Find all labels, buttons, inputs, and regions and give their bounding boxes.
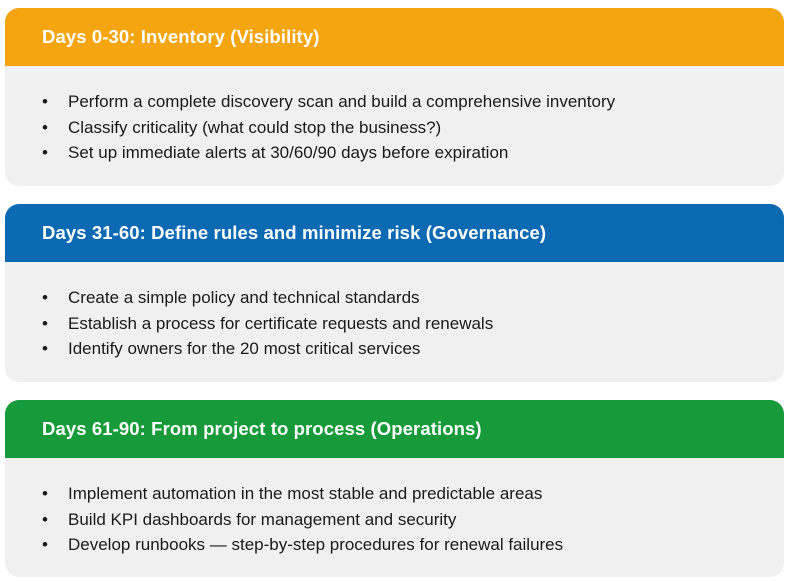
bullet-icon: • [42, 535, 48, 554]
task-item: • Perform a complete discovery scan and … [42, 89, 784, 115]
phase-header: Days 0-30: Inventory (Visibility) [5, 8, 784, 66]
bullet-icon: • [42, 509, 48, 529]
task-text: Build KPI dashboards for management and … [68, 509, 457, 529]
task-item: • Set up immediate alerts at 30/60/90 da… [42, 140, 784, 166]
task-text: Set up immediate alerts at 30/60/90 days… [68, 143, 509, 162]
task-list: • Perform a complete discovery scan and … [42, 89, 784, 166]
bullet-icon: • [42, 313, 48, 333]
task-text: Classify criticality (what could stop th… [68, 117, 442, 137]
bullet-icon: • [42, 143, 48, 162]
phase-body: • Create a simple policy and technical s… [5, 262, 784, 362]
task-item: • Classify criticality (what could stop … [42, 115, 784, 141]
task-item: • Develop runbooks — step-by-step proced… [42, 532, 784, 558]
phase-body: • Perform a complete discovery scan and … [5, 66, 784, 166]
phase-body: • Implement automation in the most stabl… [5, 458, 784, 558]
task-text: Establish a process for certificate requ… [68, 313, 494, 333]
task-list: • Implement automation in the most stabl… [42, 481, 784, 558]
phase-card-operations: Days 61-90: From project to process (Ope… [5, 400, 784, 577]
phase-header: Days 31-60: Define rules and minimize ri… [5, 204, 784, 262]
phase-header: Days 61-90: From project to process (Ope… [5, 400, 784, 458]
bullet-icon: • [42, 288, 48, 307]
bullet-icon: • [42, 92, 48, 111]
bullet-icon: • [42, 339, 48, 358]
task-text: Create a simple policy and technical sta… [68, 288, 420, 307]
bullet-icon: • [42, 117, 48, 137]
task-item: • Create a simple policy and technical s… [42, 285, 784, 311]
phase-card-inventory: Days 0-30: Inventory (Visibility) • Perf… [5, 8, 784, 186]
task-item: • Establish a process for certificate re… [42, 311, 784, 337]
task-item: • Build KPI dashboards for management an… [42, 507, 784, 533]
task-text: Identify owners for the 20 most critical… [68, 339, 421, 358]
task-item: • Implement automation in the most stabl… [42, 481, 784, 507]
task-list: • Create a simple policy and technical s… [42, 285, 784, 362]
phase-title: Days 31-60: Define rules and minimize ri… [42, 222, 547, 243]
phase-title: Days 61-90: From project to process (Ope… [42, 418, 482, 439]
phase-title: Days 0-30: Inventory (Visibility) [42, 26, 320, 47]
task-item: • Identify owners for the 20 most critic… [42, 336, 784, 362]
bullet-icon: • [42, 484, 48, 503]
task-text: Perform a complete discovery scan and bu… [68, 92, 616, 111]
task-text: Develop runbooks — step-by-step procedur… [68, 535, 564, 554]
phase-card-governance: Days 31-60: Define rules and minimize ri… [5, 204, 784, 382]
task-text: Implement automation in the most stable … [68, 484, 543, 503]
